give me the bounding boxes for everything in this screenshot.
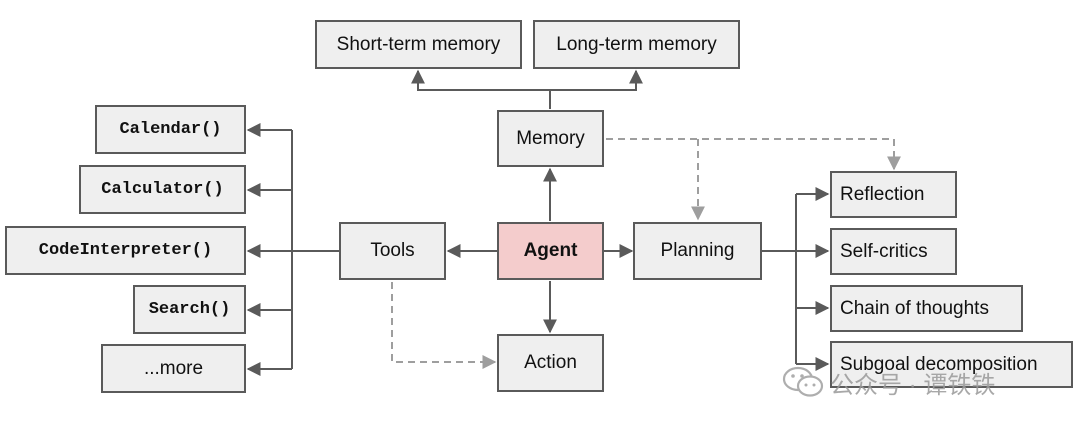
planning-to-list-arrows bbox=[762, 187, 830, 371]
subgoal-decomposition-node: Subgoal decomposition bbox=[830, 341, 1073, 388]
memory-to-short-term-arrow bbox=[411, 69, 551, 109]
agent-node: Agent bbox=[497, 222, 604, 280]
reflection-node: Reflection bbox=[830, 171, 957, 218]
chain-of-thoughts-node: Chain of thoughts bbox=[830, 285, 1023, 332]
watermark: 公众号 · 谭铁铁 bbox=[782, 364, 995, 400]
planning-node: Planning bbox=[633, 222, 762, 280]
memory-node: Memory bbox=[497, 110, 604, 167]
tools-node: Tools bbox=[339, 222, 446, 280]
memory-to-long-term-arrow bbox=[550, 69, 643, 91]
action-node: Action bbox=[497, 334, 604, 392]
calculator-tool-node: Calculator() bbox=[79, 165, 246, 214]
calendar-tool-node: Calendar() bbox=[95, 105, 246, 154]
memory-dashed-arrows bbox=[606, 138, 901, 221]
watermark-text: 公众号 · 谭铁铁 bbox=[830, 371, 996, 399]
search-tool-node: Search() bbox=[133, 285, 246, 334]
tools-to-action-dashed-arrow bbox=[391, 282, 497, 369]
self-critics-node: Self-critics bbox=[830, 228, 957, 275]
long-term-memory-node: Long-term memory bbox=[533, 20, 740, 69]
short-term-memory-node: Short-term memory bbox=[315, 20, 522, 69]
tools-to-tool-list-arrows bbox=[246, 123, 339, 376]
wechat-icon bbox=[782, 366, 824, 397]
more-tools-node: ...more bbox=[101, 344, 246, 393]
code-interpreter-tool-node: CodeInterpreter() bbox=[5, 226, 246, 275]
